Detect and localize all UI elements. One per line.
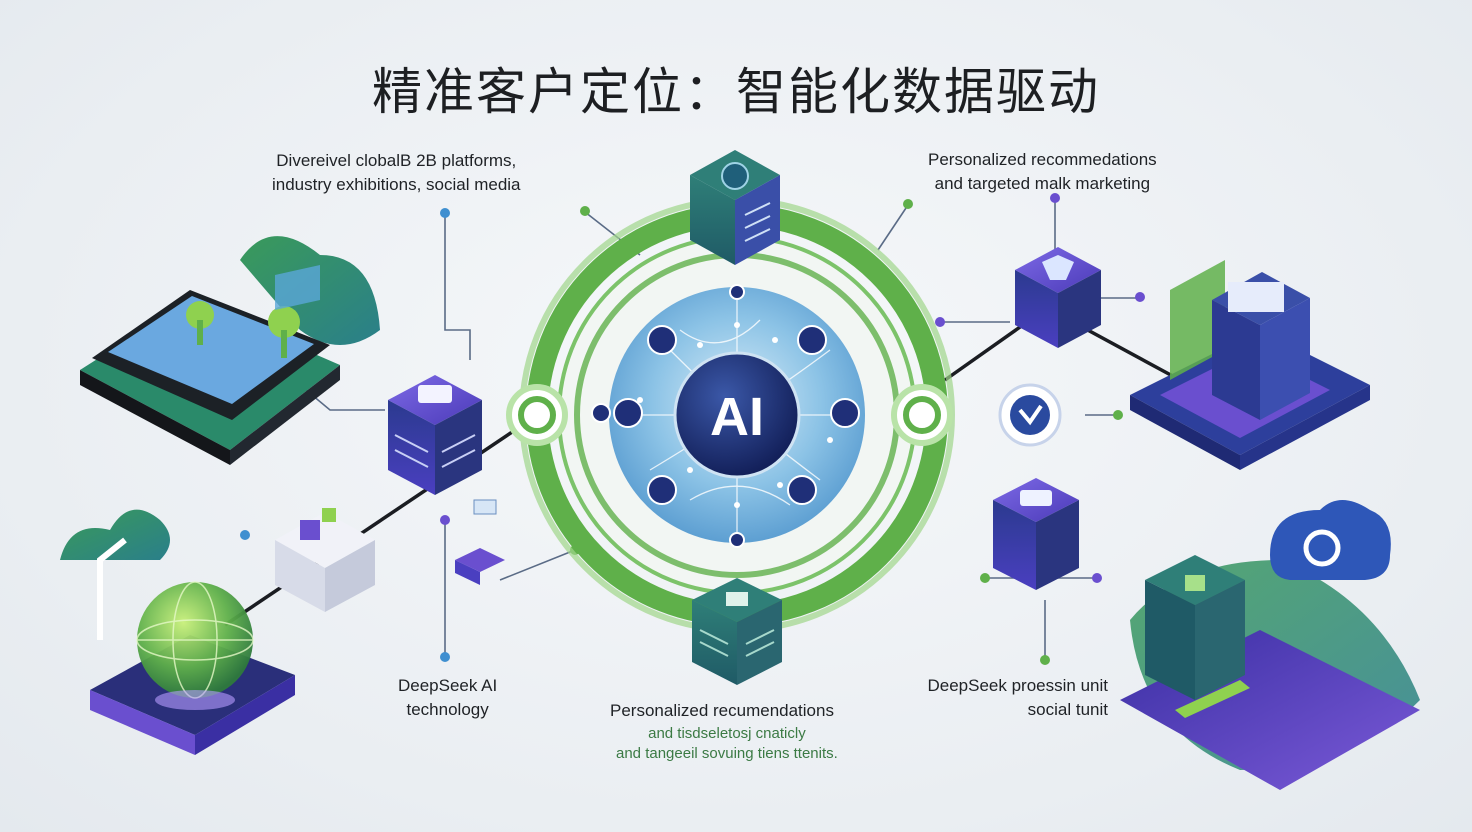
label-bottom-right-line-1: DeepSeek proessin unit <box>927 676 1108 695</box>
dashboard-tower-icon <box>1120 500 1420 790</box>
label-bottom-center-line-1: Personalized recumendations <box>610 701 834 720</box>
label-bottom-center-small-line-2: and tangeeil sovuing tiens ttenits. <box>616 745 838 762</box>
label-top-left-line-2: industry exhibitions, social media <box>272 175 521 194</box>
label-top-right-line-1: Personalized recommedations <box>928 150 1157 169</box>
label-bottom-right: DeepSeek proessin unit social tunit <box>896 674 1108 722</box>
label-bottom-left: DeepSeek AI technology <box>398 674 497 722</box>
label-top-right-line-2: and targeted malk marketing <box>934 174 1151 193</box>
top-server-cube-icon <box>690 150 780 265</box>
label-bottom-center-small: and tisdseletosj cnaticly and tangeeil s… <box>616 724 838 764</box>
right-lower-cube-icon <box>993 478 1079 590</box>
label-bottom-center: Personalized recumendations <box>610 699 834 723</box>
shield-check-icon <box>998 383 1062 447</box>
label-top-left-line-1: Divereivel clobalB 2B platforms, <box>276 151 517 170</box>
label-bottom-left-line-1: DeepSeek AI <box>398 676 498 695</box>
label-top-right: Personalized recommedations and targeted… <box>928 148 1157 196</box>
globe-icon <box>60 509 295 755</box>
page-title: 精准客户定位：智能化数据驱动 <box>372 63 1100 121</box>
label-bottom-left-line-2: technology <box>406 700 489 719</box>
hub-node-icons <box>591 284 860 548</box>
thin-connectors <box>299 200 1140 660</box>
connector-dots <box>240 193 1145 665</box>
label-bottom-center-small-line-1: and tisdseletosj cnaticly <box>648 725 806 742</box>
ring-node-right <box>891 384 953 446</box>
label-top-left: Divereivel clobalB 2B platforms, industr… <box>272 149 521 197</box>
left-server-cube-icon <box>388 375 482 495</box>
storage-stack-icon <box>275 499 505 612</box>
label-bottom-right-line-2: social tunit <box>1027 700 1108 719</box>
bottom-server-cube-icon <box>692 578 782 685</box>
ring-node-left <box>506 384 568 446</box>
ai-core-label: AI <box>710 387 764 447</box>
right-upper-cube-icon <box>1015 247 1101 348</box>
laptop-platform-icon <box>1130 260 1370 470</box>
ai-hub: AI <box>519 197 955 633</box>
tablet-map-icon <box>80 236 380 465</box>
